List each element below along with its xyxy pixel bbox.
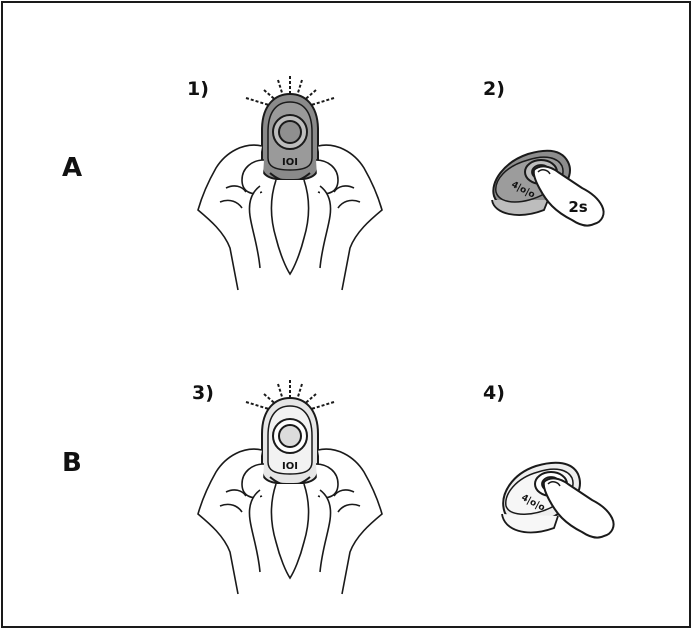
row-label-b: B	[62, 448, 82, 478]
svg-text:IOI: IOI	[282, 461, 298, 472]
finger-press-button-icon: 4|o|o	[496, 450, 622, 554]
finger-press-button-icon: 4|o|o 2s	[486, 140, 616, 238]
step-label-4: 4)	[483, 382, 505, 404]
step-label-2: 2)	[483, 78, 505, 100]
svg-text:IOI: IOI	[282, 157, 298, 168]
hands-holding-remote-icon: IOI	[190, 372, 390, 604]
row-label-a: A	[62, 153, 82, 183]
duration-badge: 2s	[568, 198, 587, 216]
hands-holding-remote-icon: IOI	[190, 68, 390, 300]
